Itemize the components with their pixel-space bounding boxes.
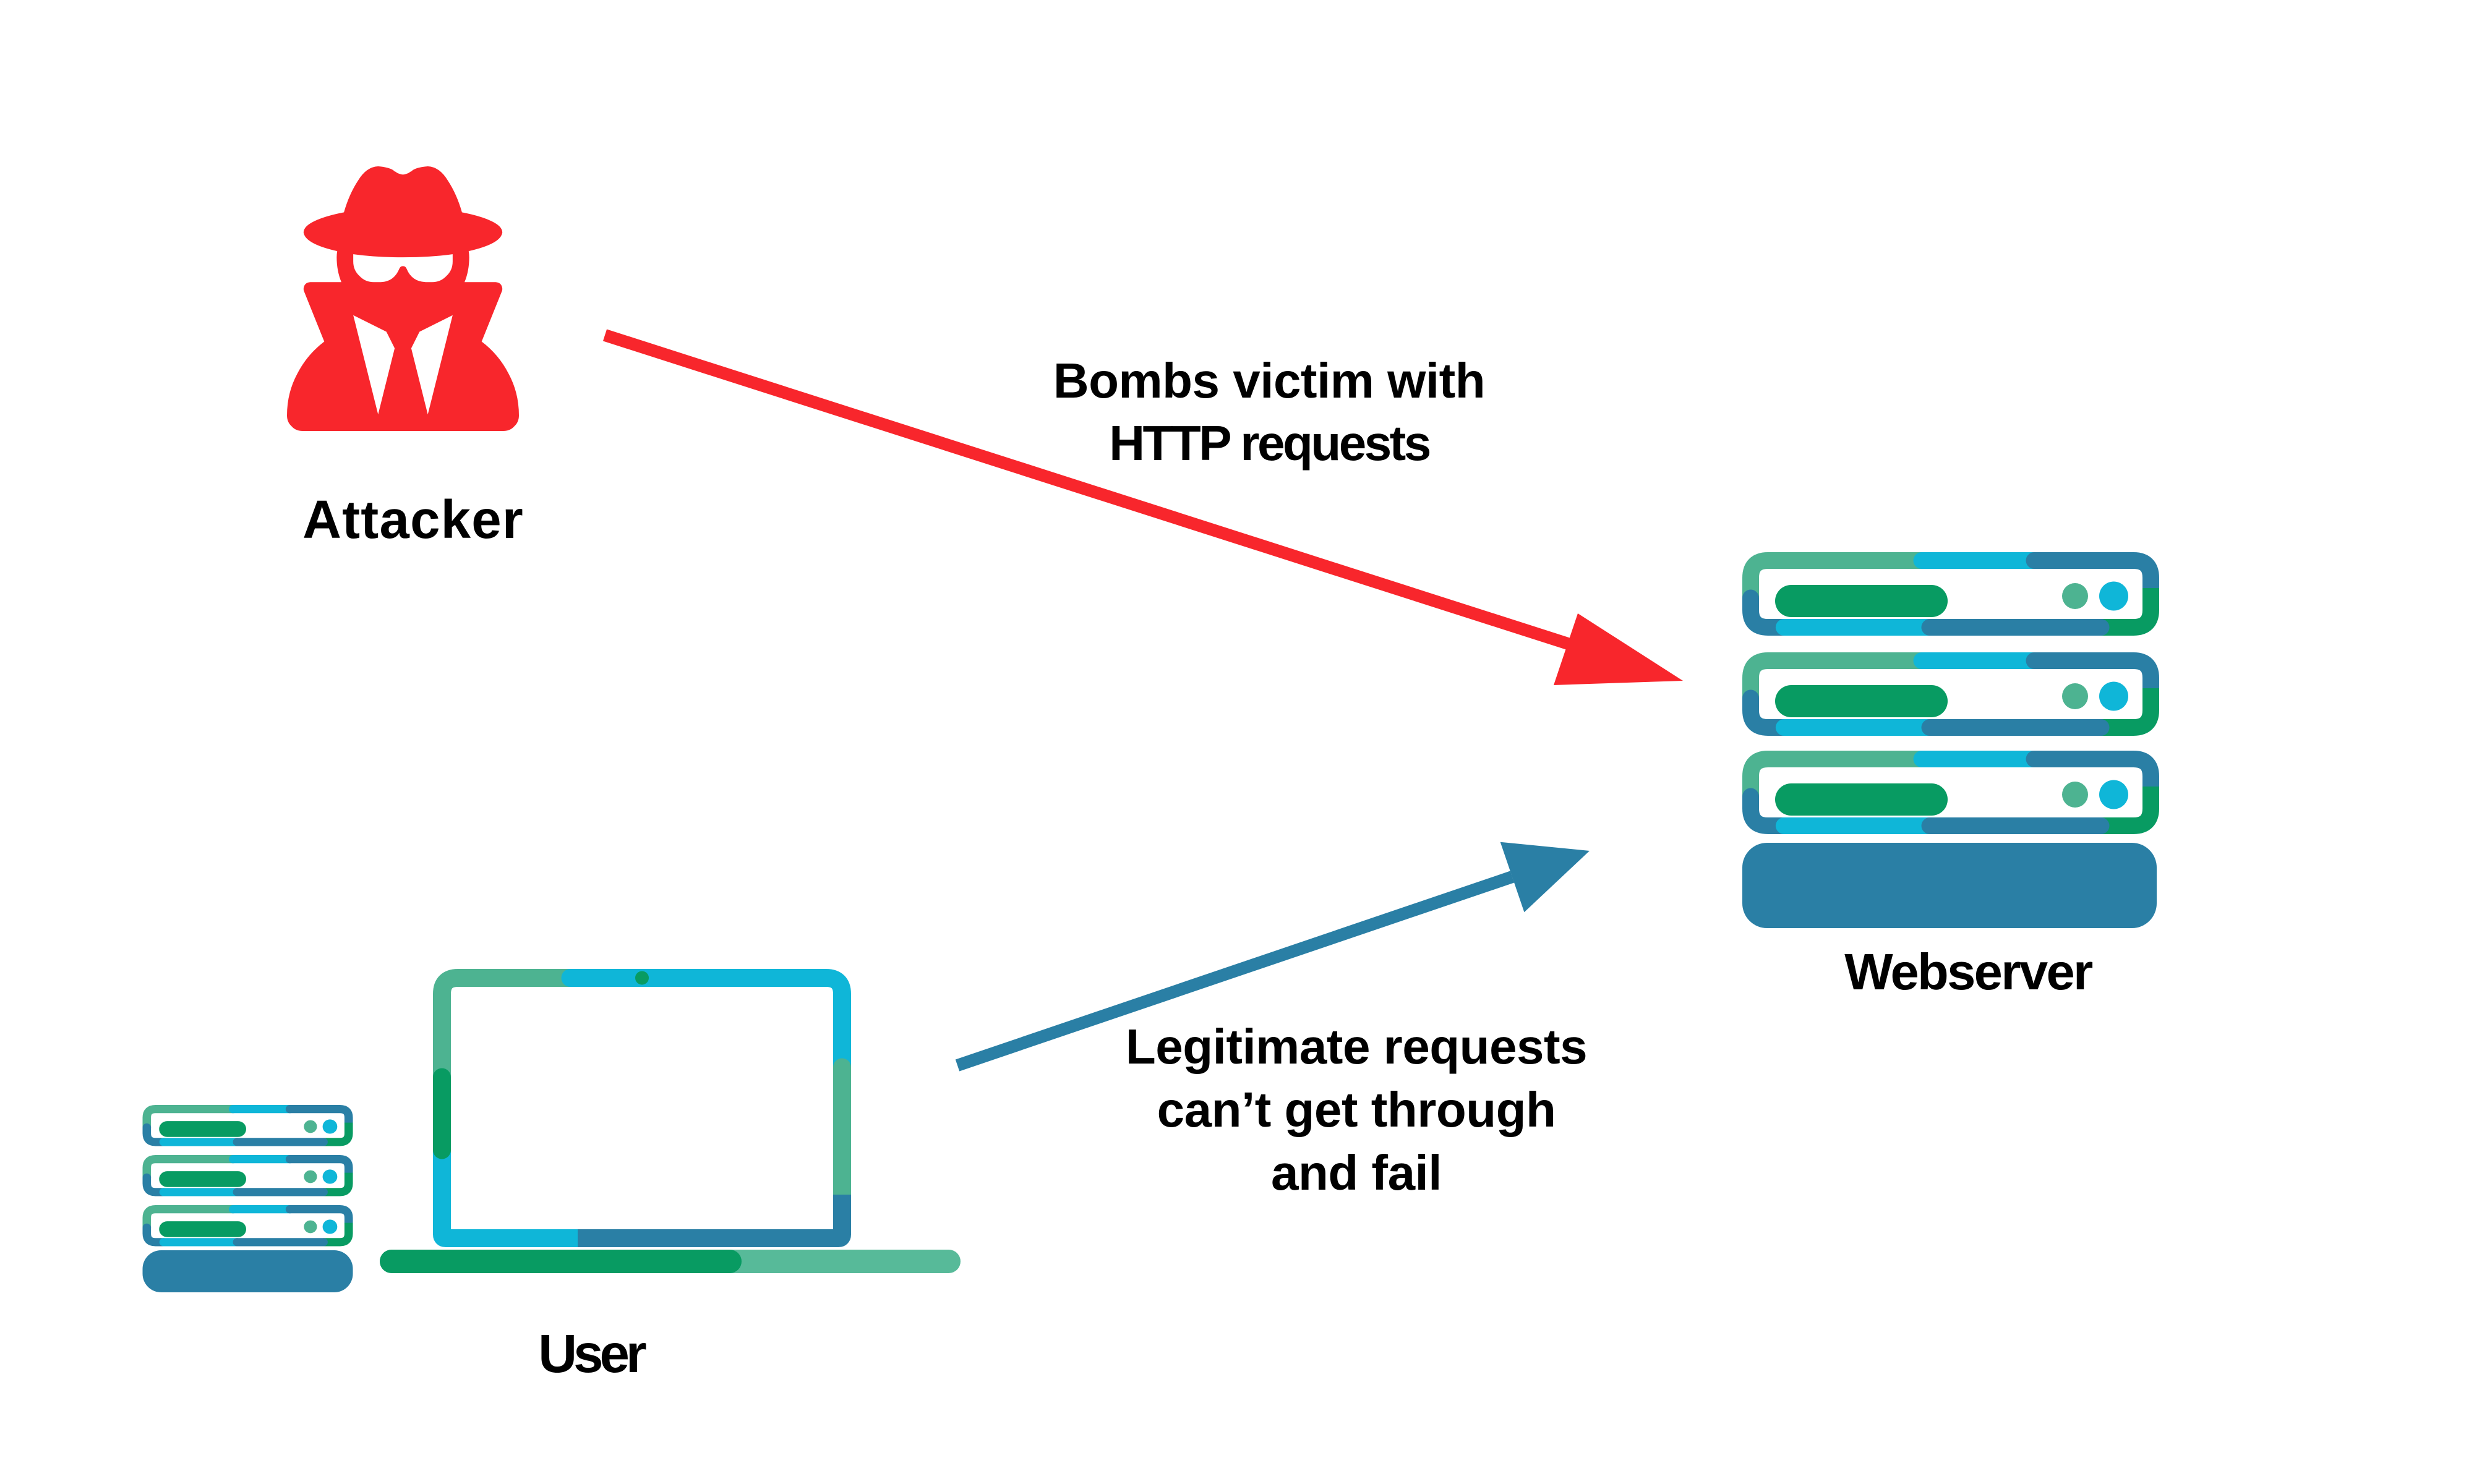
- svg-text:Webserver: Webserver: [1844, 943, 2093, 1000]
- svg-text:Legitimate requests: Legitimate requests: [1126, 1019, 1587, 1074]
- svg-text:can’t get through: can’t get through: [1157, 1082, 1556, 1137]
- svg-text:User: User: [538, 1324, 646, 1384]
- svg-text:Bombs victim with: Bombs victim with: [1053, 353, 1485, 408]
- svg-text:Attacker: Attacker: [302, 490, 524, 550]
- svg-text:and fail: and fail: [1271, 1145, 1442, 1200]
- svg-text:HTTP requests: HTTP requests: [1109, 416, 1430, 471]
